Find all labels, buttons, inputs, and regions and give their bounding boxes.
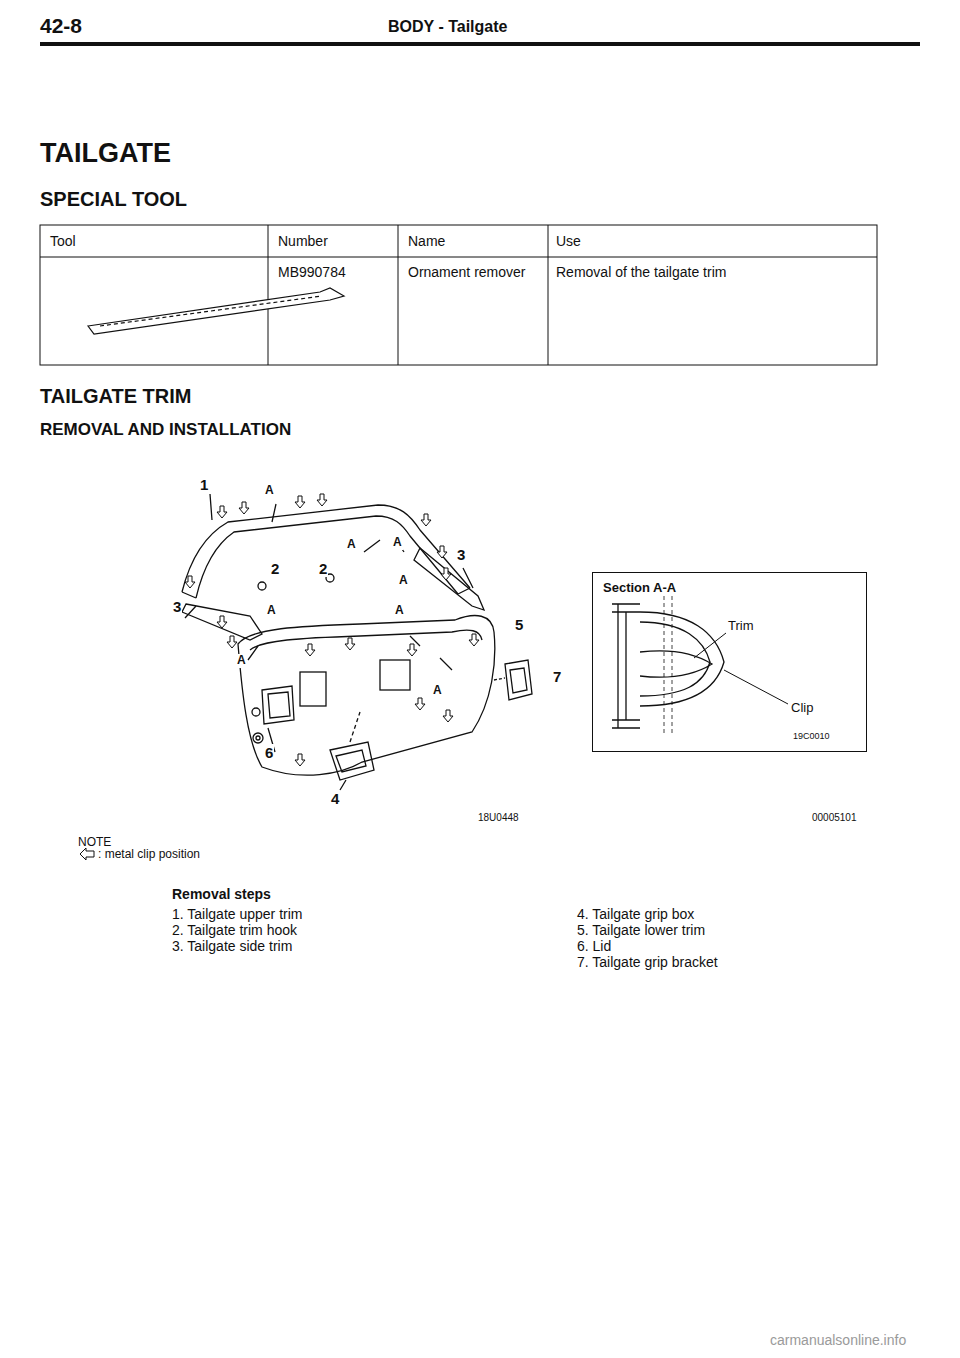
step-item: 6. Lid: [577, 938, 611, 954]
callout-number: 3: [456, 546, 466, 563]
step-item: 3. Tailgate side trim: [172, 938, 292, 954]
step-item: 7. Tailgate grip bracket: [577, 954, 718, 970]
part-label: Clip: [791, 701, 813, 716]
section-marker: A: [398, 574, 409, 588]
legend-text: : metal clip position: [98, 848, 200, 862]
callout-number: 4: [330, 790, 340, 807]
table-header: Use: [556, 233, 581, 249]
callout-number: 5: [514, 616, 524, 633]
metal-clip-symbols: [185, 494, 479, 766]
legend-symbol: [80, 848, 94, 860]
callout-number: 6: [264, 744, 274, 761]
callout-number: 3: [172, 598, 182, 615]
figure-code: 19C0010: [793, 731, 830, 741]
section-marker: A: [266, 604, 277, 618]
callout-number: 7: [552, 668, 562, 685]
header-rule: [40, 42, 920, 46]
callout-number: 2: [318, 560, 328, 577]
section-box: Section A-A TrimClip 19C0010: [592, 572, 867, 752]
tool-table: [40, 225, 877, 365]
table-header: Number: [278, 233, 328, 249]
steps-heading: Removal steps: [172, 886, 271, 902]
figure-code: 00005101: [812, 812, 857, 824]
section-drawing: [612, 596, 788, 736]
section-marker: A: [236, 654, 247, 668]
running-header: BODY - Tailgate: [388, 18, 507, 36]
callout-number: 1: [199, 476, 209, 493]
table-header: Name: [408, 233, 445, 249]
section-heading: SPECIAL TOOL: [40, 188, 187, 211]
subsection-heading: REMOVAL AND INSTALLATION: [40, 420, 291, 440]
figure-code: 18U0448: [478, 812, 519, 824]
ornament-remover-icon: [88, 288, 344, 334]
step-item: 5. Tailgate lower trim: [577, 922, 705, 938]
section-marker: A: [432, 684, 443, 698]
step-item: 4. Tailgate grip box: [577, 906, 694, 922]
section-marker: A: [392, 536, 403, 550]
watermark: carmanualsonline.info: [770, 1332, 906, 1348]
tailgate-illustration: [182, 494, 532, 790]
section-title: Section A-A: [603, 581, 676, 596]
callout-number: 2: [270, 560, 280, 577]
table-cell: MB990784: [278, 264, 346, 280]
step-item: 2. Tailgate trim hook: [172, 922, 297, 938]
section-marker: A: [394, 604, 405, 618]
section-marker: A: [264, 484, 275, 498]
part-label: Trim: [728, 619, 754, 634]
table-cell: Ornament remover: [408, 264, 525, 280]
table-header: Tool: [50, 233, 76, 249]
step-item: 1. Tailgate upper trim: [172, 906, 302, 922]
page-number: 42-8: [40, 14, 82, 38]
section-marker: A: [346, 538, 357, 552]
table-cell: Removal of the tailgate trim: [556, 264, 726, 280]
page-title: TAILGATE: [40, 138, 171, 169]
section-heading: TAILGATE TRIM: [40, 385, 191, 408]
